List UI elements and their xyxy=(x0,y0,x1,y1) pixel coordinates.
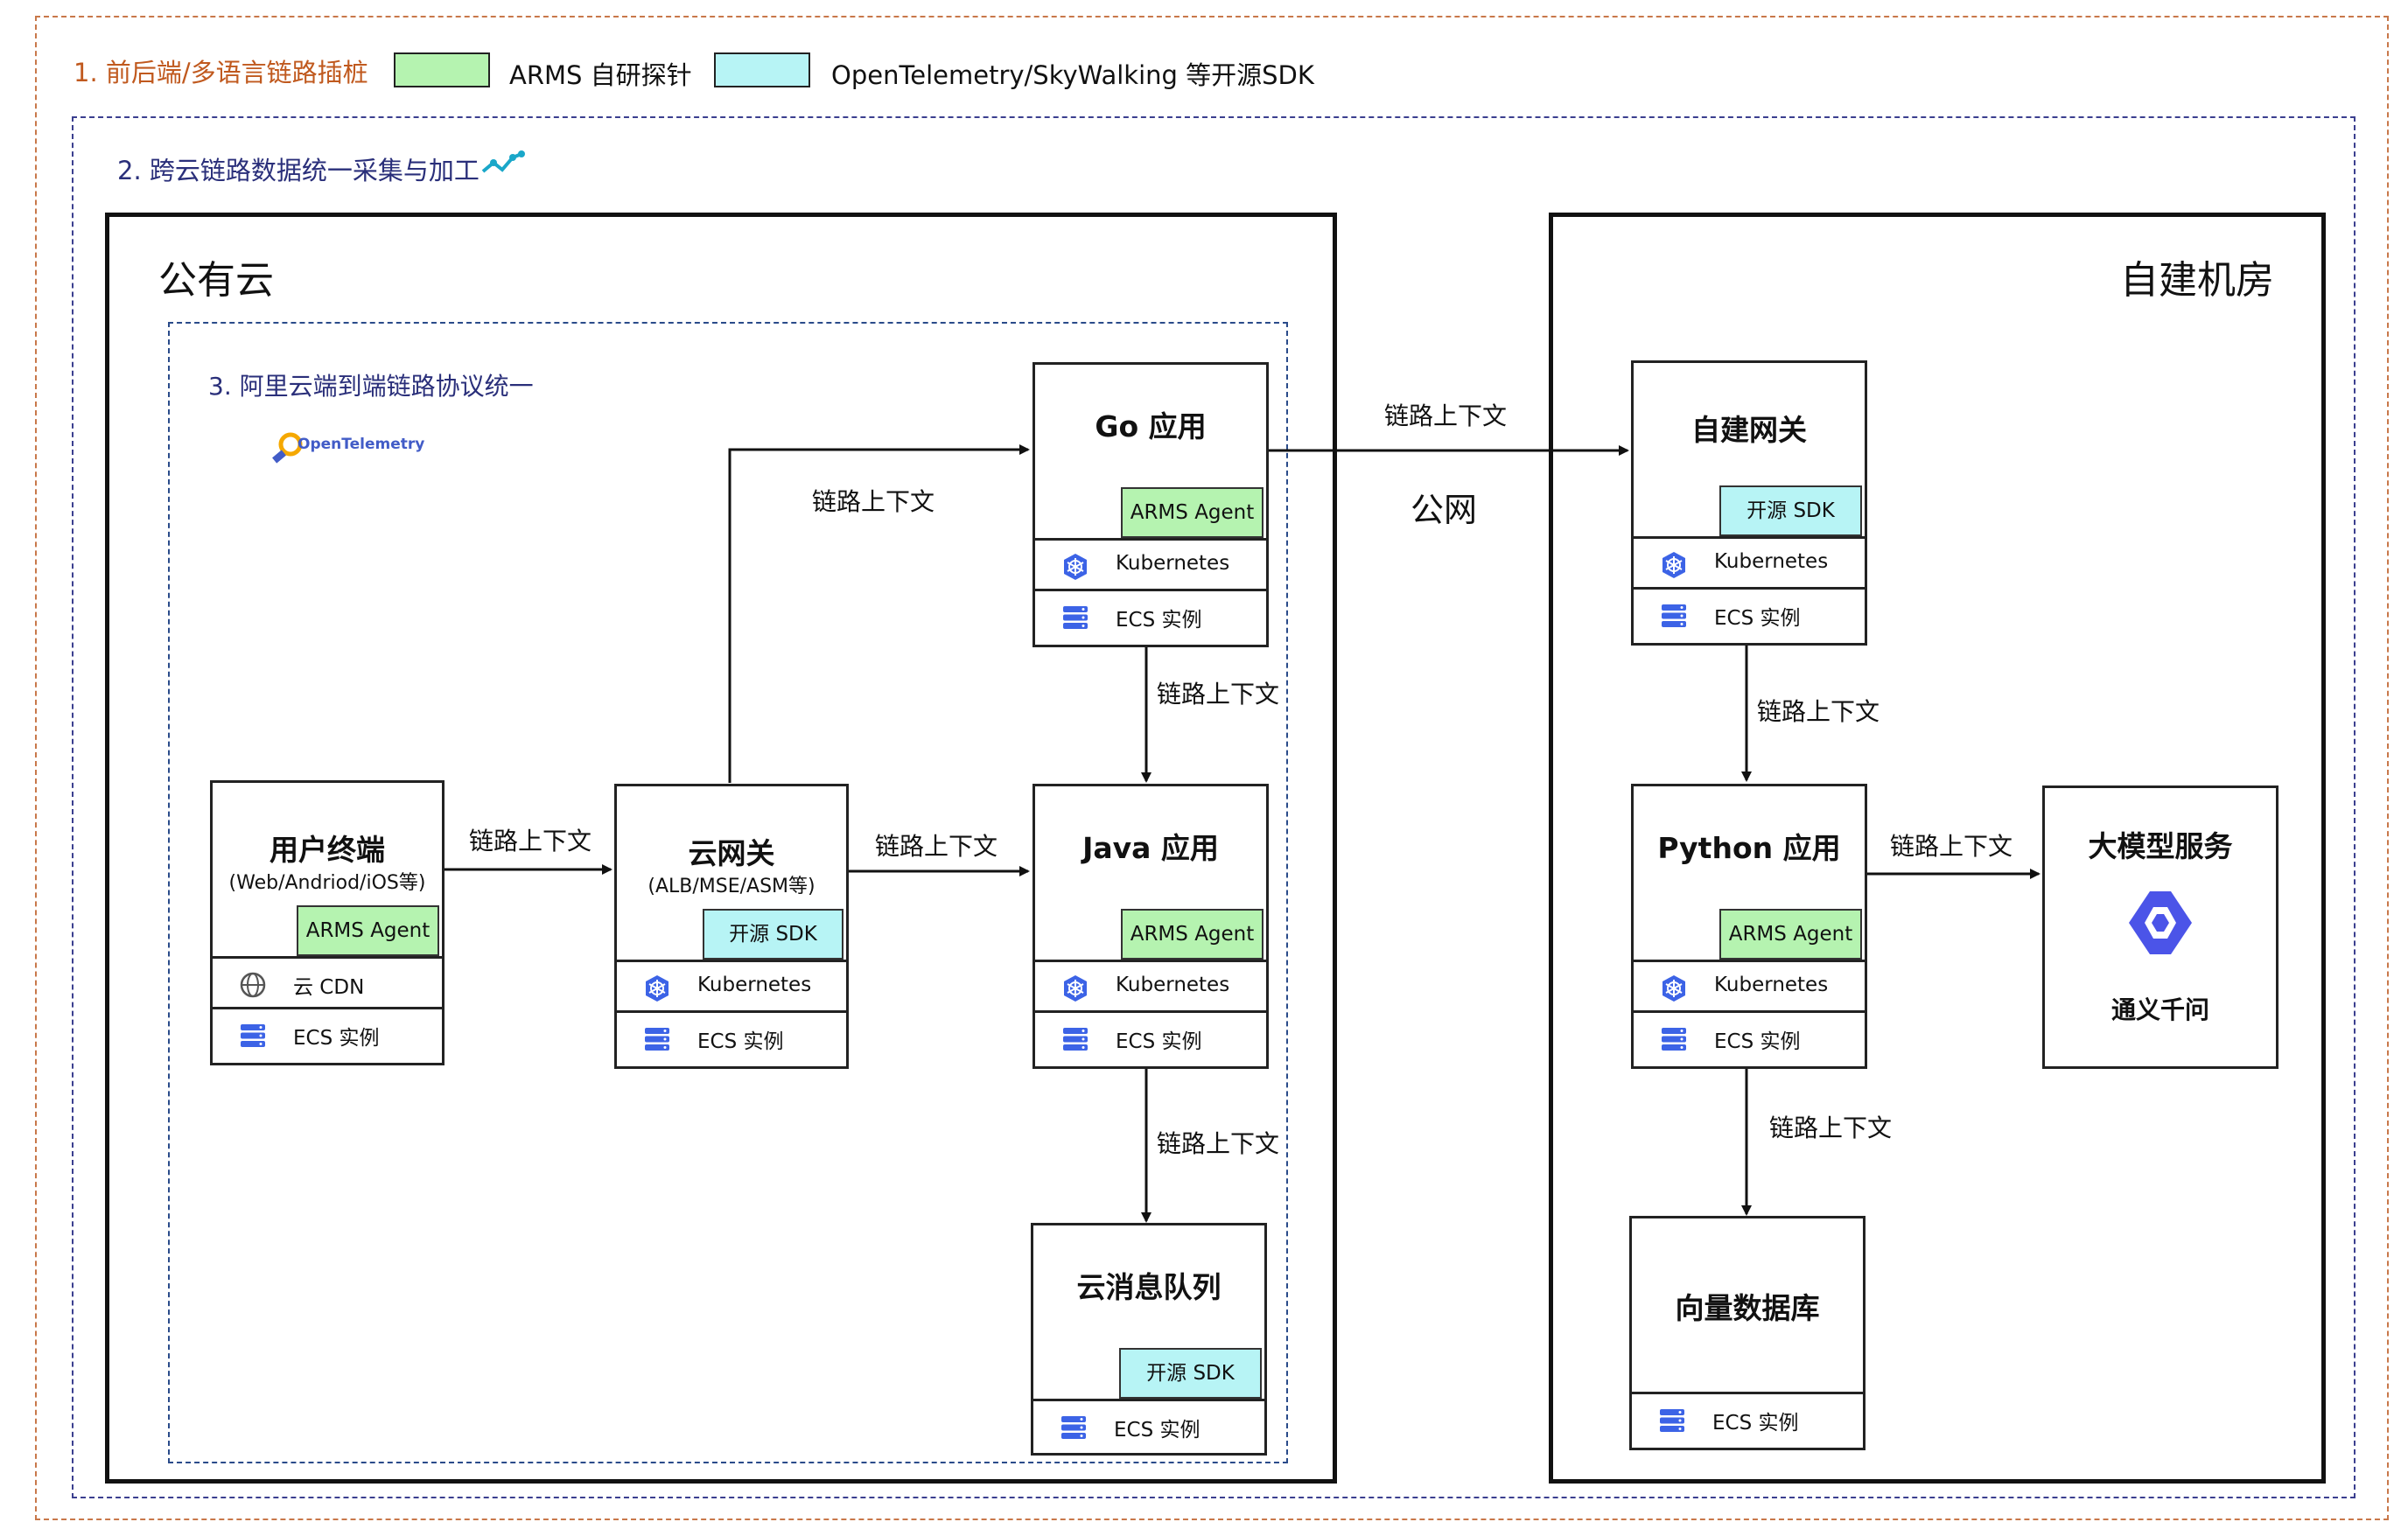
ecs-label: ECS 实例 xyxy=(697,1030,784,1053)
row-kubernetes: Kubernetes xyxy=(1634,960,1865,1013)
node-title: Python 应用 xyxy=(1657,831,1841,865)
node-java-app[interactable]: Java 应用 ARMS Agent Kubernetes ECS 实例 xyxy=(1032,784,1269,1069)
llm-model-name: 通义千问 xyxy=(2110,995,2209,1024)
outer-frame xyxy=(35,16,2389,1520)
opentelemetry-logo: OpenTelemetry xyxy=(271,423,424,471)
legend-swatch-arms xyxy=(394,52,490,87)
edge-label-selfgw-python: 链路上下文 xyxy=(1757,697,1880,726)
kubernetes-label: Kubernetes xyxy=(1714,550,1829,573)
row-kubernetes: Kubernetes xyxy=(1035,960,1266,1013)
cross-cloud-frame xyxy=(72,116,2356,1498)
row-ecs: ECS 实例 xyxy=(1033,1399,1264,1452)
server-stack-icon xyxy=(1660,1409,1684,1432)
open-sdk-tag: 开源 SDK xyxy=(1719,485,1862,536)
node-subtitle: (ALB/MSE/ASM等) xyxy=(648,876,816,897)
kubernetes-label: Kubernetes xyxy=(697,974,812,996)
row-kubernetes: Kubernetes xyxy=(617,960,846,1013)
row-ecs: ECS 实例 xyxy=(1035,1010,1266,1064)
row-kubernetes: Kubernetes xyxy=(1035,538,1266,591)
kubernetes-label: Kubernetes xyxy=(1714,974,1829,996)
kubernetes-helm-icon xyxy=(1064,554,1087,580)
node-title: 云网关 xyxy=(688,836,775,870)
open-sdk-tag: 开源 SDK xyxy=(1119,1348,1262,1399)
node-subtitle: (Web/Andriod/iOS等) xyxy=(228,872,426,894)
edge-label-python-llm: 链路上下文 xyxy=(1890,832,2013,861)
node-title: 向量数据库 xyxy=(1675,1291,1820,1325)
node-go-app[interactable]: Go 应用 ARMS Agent Kubernetes ECS 实例 xyxy=(1032,362,1269,647)
server-stack-icon xyxy=(645,1028,669,1051)
arms-agent-tag: ARMS Agent xyxy=(1121,909,1264,960)
edge-label-user-gateway: 链路上下文 xyxy=(469,827,592,855)
node-python-app[interactable]: Python 应用 ARMS Agent Kubernetes ECS 实例 xyxy=(1631,784,1867,1069)
row-ecs: ECS 实例 xyxy=(1035,589,1266,642)
legend-swatch-opensdk xyxy=(714,52,810,87)
node-title: 用户终端 xyxy=(270,833,385,867)
edge-label-gateway-java: 链路上下文 xyxy=(875,832,998,861)
ecs-label: ECS 实例 xyxy=(293,1027,380,1050)
ecs-label: ECS 实例 xyxy=(1714,1030,1801,1053)
section-cross-cloud-label: 2. 跨云链路数据统一采集与加工 xyxy=(117,156,480,185)
arms-agent-tag: ARMS Agent xyxy=(1719,909,1862,960)
node-user-terminal[interactable]: 用户终端 (Web/Andriod/iOS等) ARMS Agent 云 CDN… xyxy=(210,780,444,1065)
node-vector-db[interactable]: 向量数据库 ECS 实例 xyxy=(1629,1216,1866,1450)
node-title: Go 应用 xyxy=(1095,409,1207,443)
ecs-label: ECS 实例 xyxy=(1712,1412,1799,1435)
arms-agent-tag: ARMS Agent xyxy=(297,905,439,956)
server-stack-icon xyxy=(1063,606,1088,629)
row-ecs: ECS 实例 xyxy=(1634,1010,1865,1064)
node-cloud-gateway[interactable]: 云网关 (ALB/MSE/ASM等) 开源 SDK Kubernetes ECS… xyxy=(614,784,849,1069)
edge-label-java-mq: 链路上下文 xyxy=(1157,1129,1280,1158)
kubernetes-helm-icon xyxy=(1064,975,1087,1002)
public-network-label: 公网 xyxy=(1410,491,1478,529)
cdn-label: 云 CDN xyxy=(293,976,365,999)
trend-line-icon xyxy=(481,150,525,173)
edge-label-go-java: 链路上下文 xyxy=(1157,680,1280,709)
row-ecs: ECS 实例 xyxy=(1632,1392,1863,1445)
node-title: 大模型服务 xyxy=(2088,829,2233,863)
ecs-label: ECS 实例 xyxy=(1116,1030,1202,1053)
kubernetes-helm-icon xyxy=(646,975,668,1002)
row-ecs: ECS 实例 xyxy=(617,1010,846,1064)
row-ecs: ECS 实例 xyxy=(213,1007,442,1060)
legend-instrumentation: 1. 前后端/多语言链路插桩 xyxy=(74,58,368,87)
legend-opensdk: OpenTelemetry/SkyWalking 等开源SDK xyxy=(831,60,1314,90)
node-title: 自建网关 xyxy=(1691,413,1807,447)
ecs-label: ECS 实例 xyxy=(1116,609,1202,632)
aliyun-e2e-frame xyxy=(168,322,1288,1463)
server-stack-icon xyxy=(1063,1028,1088,1051)
edge-label-go-selfgw: 链路上下文 xyxy=(1384,401,1508,430)
node-llm-service[interactable]: 大模型服务 通义千问 xyxy=(2042,785,2278,1069)
kubernetes-helm-icon xyxy=(1662,975,1685,1002)
node-self-gateway[interactable]: 自建网关 开源 SDK Kubernetes ECS 实例 xyxy=(1631,360,1867,646)
server-stack-icon xyxy=(241,1024,265,1047)
kubernetes-label: Kubernetes xyxy=(1116,552,1230,575)
globe-icon xyxy=(240,972,266,998)
private-dc-title: 自建机房 xyxy=(2120,258,2274,303)
server-stack-icon xyxy=(1662,1028,1686,1051)
node-cloud-mq[interactable]: 云消息队列 开源 SDK ECS 实例 xyxy=(1031,1223,1267,1456)
edge-gateway-go xyxy=(728,444,1030,783)
row-kubernetes: Kubernetes xyxy=(1634,536,1865,590)
opentelemetry-logo-text: OpenTelemetry xyxy=(298,436,425,453)
tongyi-qwen-logo-icon xyxy=(2129,891,2192,954)
node-title: Java 应用 xyxy=(1082,831,1219,865)
kubernetes-label: Kubernetes xyxy=(1116,974,1230,996)
edge-label-python-vectordb: 链路上下文 xyxy=(1769,1114,1893,1142)
row-cdn: 云 CDN xyxy=(213,956,442,1009)
ecs-label: ECS 实例 xyxy=(1114,1419,1200,1442)
opentelemetry-icon xyxy=(272,432,303,464)
arms-agent-tag: ARMS Agent xyxy=(1121,487,1264,538)
ecs-label: ECS 实例 xyxy=(1714,607,1801,630)
section-aliyun-e2e-label: 3. 阿里云端到端链路协议统一 xyxy=(208,372,534,401)
public-cloud-title: 公有云 xyxy=(158,258,274,303)
open-sdk-tag: 开源 SDK xyxy=(703,909,844,960)
kubernetes-helm-icon xyxy=(1662,552,1685,578)
node-title: 云消息队列 xyxy=(1076,1270,1222,1304)
row-ecs: ECS 实例 xyxy=(1634,587,1865,640)
server-stack-icon xyxy=(1662,604,1686,627)
server-stack-icon xyxy=(1061,1416,1086,1439)
edge-label-gateway-go: 链路上下文 xyxy=(812,487,935,516)
legend-arms: ARMS 自研探针 xyxy=(509,60,692,90)
